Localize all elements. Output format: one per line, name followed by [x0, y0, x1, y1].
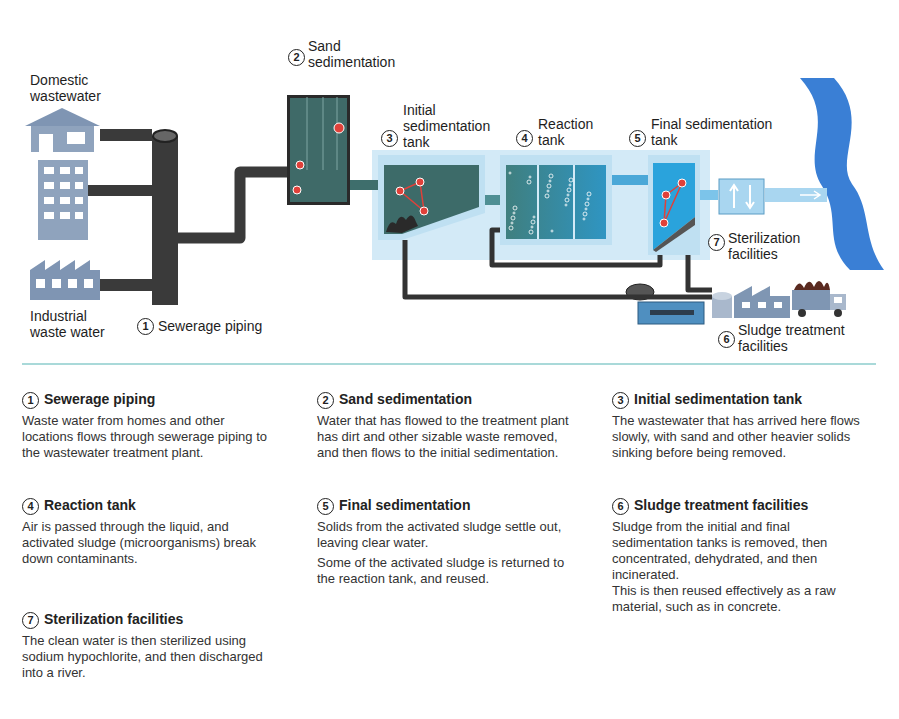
- stage-label: Industrial waste water: [30, 308, 120, 340]
- callout-number: 7: [22, 612, 39, 629]
- callout-number: 6: [718, 331, 735, 348]
- callout-number: 1: [137, 318, 154, 335]
- shaft-shape: [152, 128, 178, 305]
- step-heading: Final sedimentation: [339, 497, 579, 514]
- stage-label: Sludge treatment facilities: [738, 322, 878, 354]
- step-description: This is then reused effectively as a raw…: [612, 583, 874, 615]
- stage-label: Domestic wastewater: [30, 72, 120, 104]
- stage-label: Final sedimentation tank: [651, 116, 796, 148]
- step-description: Some of the activated sludge is returned…: [317, 555, 579, 587]
- stage-label: Initial sedimentation tank: [403, 102, 508, 150]
- steril-node: Sterilization facilities: [718, 178, 765, 215]
- pipe-connector: [100, 279, 152, 291]
- initial-shape: [378, 155, 485, 240]
- factory-shape: [30, 255, 100, 300]
- step-description: The wastewater that has arrived here flo…: [612, 413, 874, 461]
- separator-line: [22, 364, 876, 365]
- stage-label: Reaction tank: [538, 116, 608, 148]
- pipe-connector: [350, 180, 378, 190]
- pipe-connector: [688, 255, 712, 290]
- pipe-connector: [612, 175, 648, 185]
- callout-number: 5: [317, 498, 334, 515]
- step-heading: Sterilization facilities: [44, 611, 274, 628]
- sludge-node: Sludge treatment facilities: [712, 282, 790, 318]
- reaction-shape: [500, 155, 612, 245]
- pipe-connector: [100, 129, 152, 141]
- sand-shape: [287, 95, 350, 205]
- stage-label: Sewerage piping: [158, 318, 288, 334]
- stage-label: Sterilization facilities: [728, 230, 828, 262]
- callout-number: 4: [516, 130, 533, 147]
- final-shape: [648, 155, 700, 255]
- sand-node: Sand sedimentation: [287, 95, 350, 205]
- apartment-building: [38, 160, 154, 240]
- pipe-connector: [485, 195, 500, 205]
- step-description: The clean water is then sterilized using…: [22, 633, 284, 681]
- callout-number: 2: [317, 392, 334, 409]
- callout-number: 4: [22, 498, 39, 515]
- factory-node: Industrial waste water: [30, 255, 100, 300]
- step-description: Water that has flowed to the treatment p…: [317, 413, 579, 461]
- step-description: Solids from the activated sludge settle …: [317, 519, 579, 551]
- callout-number: 7: [708, 234, 725, 251]
- step-heading: Reaction tank: [44, 497, 274, 514]
- steril-shape: [718, 178, 765, 215]
- shaft-node: Sewerage piping: [152, 128, 178, 305]
- step-heading: Sewerage piping: [44, 391, 274, 408]
- tank-frame: [372, 150, 710, 260]
- pipe-connector: [700, 190, 718, 200]
- step-heading: Initial sedimentation tank: [634, 391, 874, 408]
- river: [800, 78, 884, 270]
- step-heading: Sand sedimentation: [339, 391, 579, 408]
- callout-number: 6: [612, 498, 629, 515]
- outflow-pipe: [765, 188, 827, 202]
- step-description: Waste water from homes and other locatio…: [22, 413, 272, 461]
- step-heading: Sludge treatment facilities: [634, 497, 874, 514]
- reaction-node: Reaction tank: [500, 155, 612, 245]
- sludge-shape: [712, 282, 790, 318]
- step-description: Sludge from the initial and final sedime…: [612, 519, 874, 583]
- final-node: Final sedimentation tank: [648, 155, 700, 255]
- callout-number: 3: [612, 392, 629, 409]
- callout-number: 3: [381, 130, 398, 147]
- callout-number: 1: [22, 392, 39, 409]
- house-node: Domestic wastewater: [25, 108, 100, 152]
- step-description: Air is passed through the liquid, and ac…: [22, 519, 284, 567]
- stage-label: Sand sedimentation: [308, 38, 408, 70]
- pipe-connector: [178, 172, 287, 238]
- callout-number: 5: [629, 130, 646, 147]
- callout-number: 2: [288, 49, 305, 66]
- sludge-truck: [792, 281, 846, 317]
- house-shape: [25, 108, 100, 152]
- initial-node: Initial sedimentation tank: [378, 155, 485, 240]
